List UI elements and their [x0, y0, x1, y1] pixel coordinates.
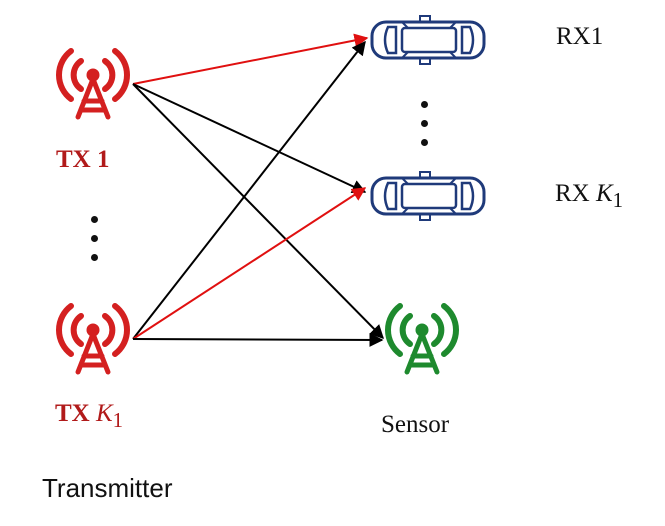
- link-txk-sensor: [132, 332, 384, 347]
- rx1-label: RX1: [556, 23, 604, 50]
- links-group: [132, 33, 384, 347]
- rxk-label: RX K1: [555, 180, 624, 212]
- tx1-antenna-icon: [59, 51, 127, 117]
- tx-ellipsis-dots: [91, 216, 99, 273]
- transmitter-label: Transmitter: [42, 473, 173, 503]
- txk-label: TX K1: [55, 400, 124, 432]
- link-tx1-rxk: [132, 83, 367, 194]
- link-tx1-rx1: [132, 33, 369, 85]
- rx-ellipsis-dots: [421, 101, 429, 158]
- tx1-label: TX 1: [56, 146, 110, 173]
- sensor-label: Sensor: [381, 411, 450, 438]
- link-tx1-sensor: [132, 83, 384, 339]
- link-txk-rx1: [132, 40, 366, 340]
- rx1-car-icon: [370, 14, 486, 66]
- sensor-antenna-icon: [388, 306, 456, 372]
- txk-antenna-icon: [59, 306, 127, 372]
- link-txk-rxk: [132, 187, 367, 340]
- rxk-car-icon: [370, 170, 486, 222]
